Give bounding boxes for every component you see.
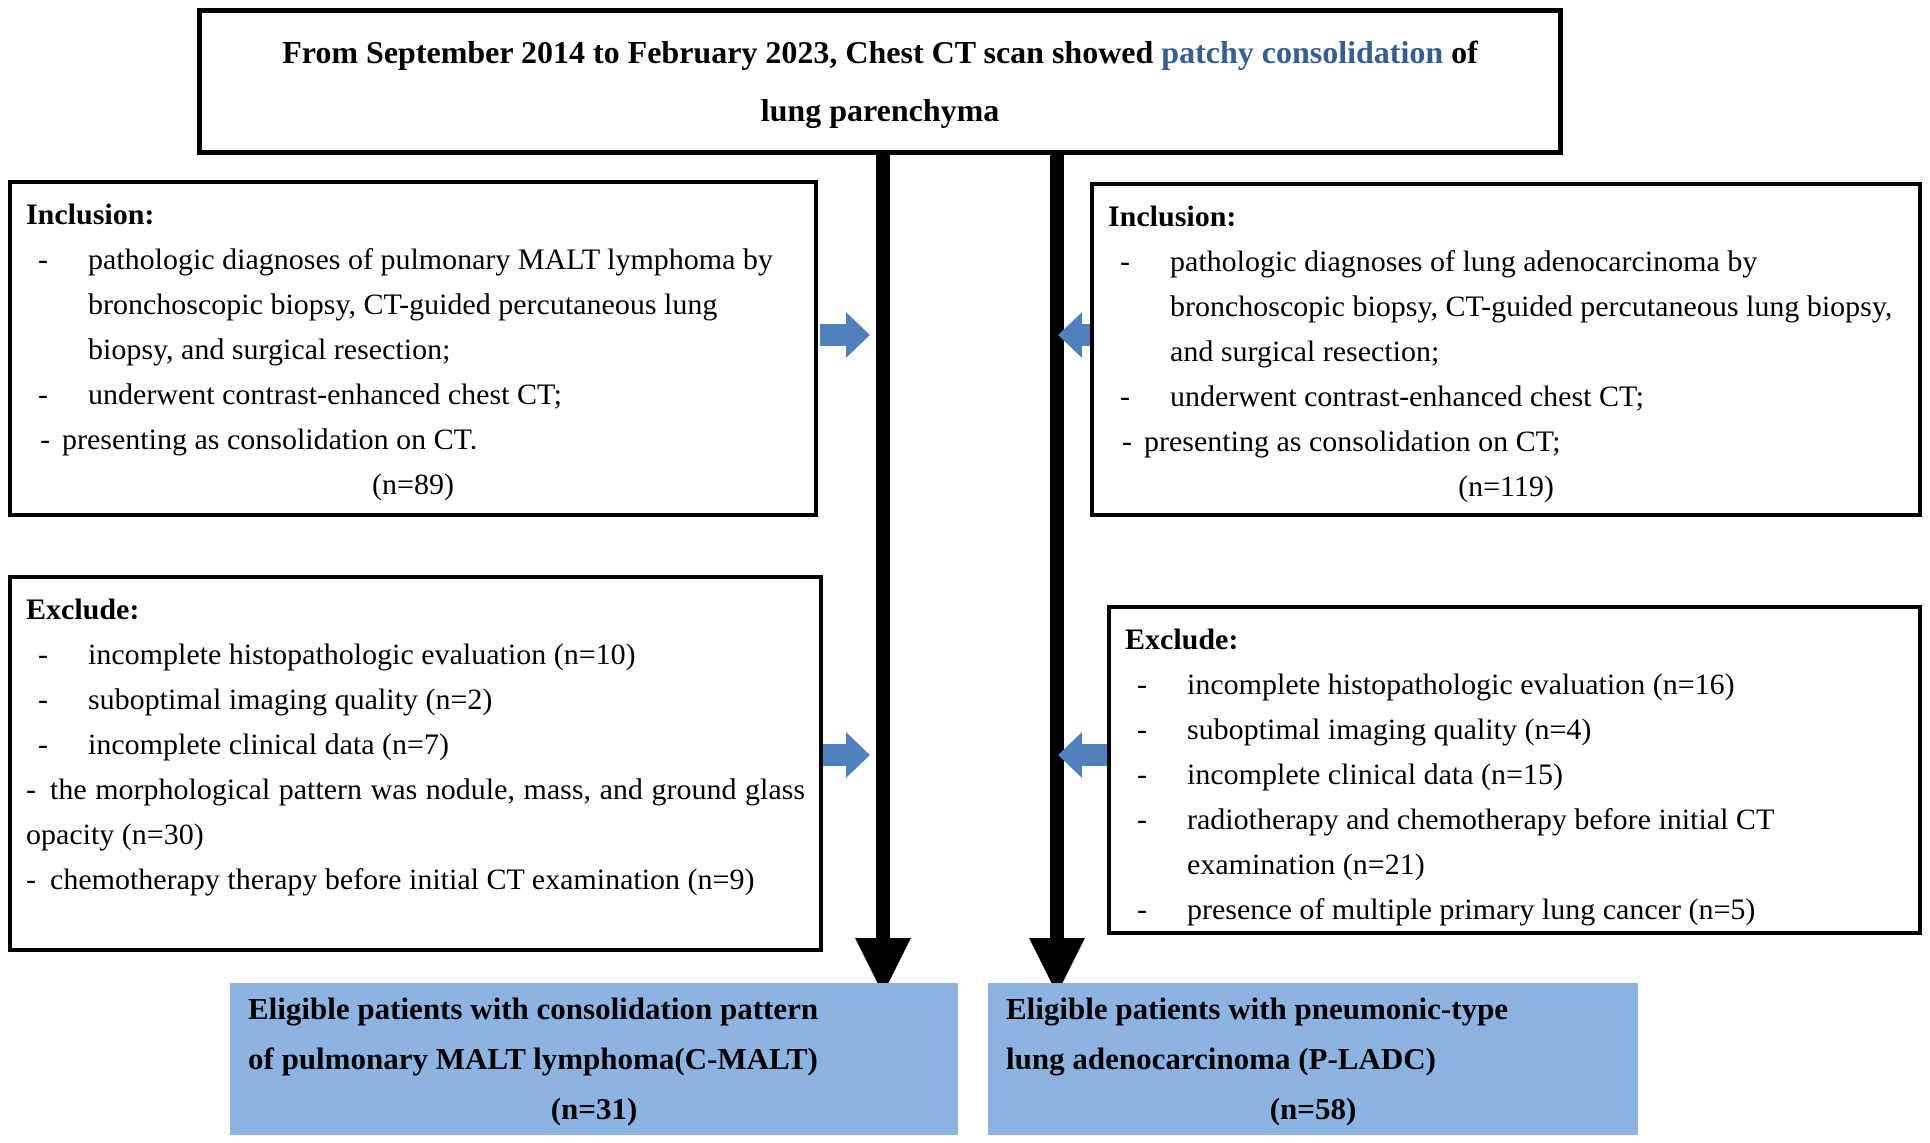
bullet-dash: - bbox=[38, 728, 48, 761]
source-text-before: From September 2014 to February 2023, Ch… bbox=[282, 34, 1162, 70]
list-item: -the morphological pattern was nodule, m… bbox=[26, 767, 805, 857]
list-item: -presenting as consolidation on CT; bbox=[1108, 419, 1904, 464]
bullet-dash: - bbox=[1120, 245, 1130, 278]
list-item: - incomplete histopathologic evaluation … bbox=[26, 632, 805, 677]
list-item: - pathologic diagnoses of lung adenocarc… bbox=[1108, 239, 1904, 374]
inclusion-left-box: Inclusion: - pathologic diagnoses of pul… bbox=[8, 180, 818, 517]
list-item-text: incomplete clinical data (n=7) bbox=[88, 728, 449, 761]
result-right-line-1: Eligible patients with pneumonic-type bbox=[1006, 991, 1509, 1026]
list-item: - incomplete histopathologic evaluation … bbox=[1125, 662, 1904, 707]
list-item-text: underwent contrast-enhanced chest CT; bbox=[1170, 380, 1644, 413]
list-item: - incomplete clinical data (n=7) bbox=[26, 722, 805, 767]
list-item: - incomplete clinical data (n=15) bbox=[1125, 752, 1904, 797]
highlighted-finding-text: patchy consolidation bbox=[1161, 34, 1444, 70]
inclusion-right-count: (n=119) bbox=[1458, 470, 1554, 503]
list-item: - radiotherapy and chemotherapy before i… bbox=[1125, 797, 1904, 887]
bullet-dash: - bbox=[1122, 425, 1132, 458]
bullet-dash: - bbox=[1137, 803, 1147, 836]
bullet-dash: - bbox=[1120, 380, 1130, 413]
result-left-line-2: of pulmonary MALT lymphoma(C-MALT) bbox=[248, 1041, 818, 1076]
bullet-dash: - bbox=[1137, 668, 1147, 701]
exclude-right-box: Exclude: - incomplete histopathologic ev… bbox=[1107, 605, 1922, 935]
list-item-text: incomplete clinical data (n=15) bbox=[1187, 758, 1563, 791]
list-item-text: the morphological pattern was nodule, ma… bbox=[26, 773, 805, 851]
source-text-after: of bbox=[1443, 34, 1478, 70]
result-box-c-malt: Eligible patients with consolidation pat… bbox=[230, 983, 958, 1135]
list-item: - underwent contrast-enhanced chest CT; bbox=[26, 372, 800, 417]
bullet-dash: - bbox=[1137, 713, 1147, 746]
list-item: -presenting as consolidation on CT. bbox=[26, 417, 800, 462]
bullet-dash: - bbox=[38, 683, 48, 716]
list-item: - suboptimal imaging quality (n=4) bbox=[1125, 707, 1904, 752]
down-arrow-right-shaft bbox=[1050, 153, 1064, 940]
list-item-text: radiotherapy and chemotherapy before ini… bbox=[1187, 803, 1774, 881]
bullet-dash: - bbox=[38, 378, 48, 411]
list-item: - suboptimal imaging quality (n=2) bbox=[26, 677, 805, 722]
bullet-dash: - bbox=[40, 423, 50, 456]
inclusion-right-heading: Inclusion: bbox=[1108, 200, 1237, 233]
source-line-1: From September 2014 to February 2023, Ch… bbox=[282, 34, 1478, 71]
list-item-text: incomplete histopathologic evaluation (n… bbox=[88, 638, 636, 671]
list-item-text: suboptimal imaging quality (n=2) bbox=[88, 683, 493, 716]
bullet-dash: - bbox=[38, 243, 48, 276]
right-arrow-icon-inclusion-left bbox=[820, 312, 870, 358]
bullet-dash: - bbox=[26, 773, 36, 806]
list-item-text: underwent contrast-enhanced chest CT; bbox=[88, 378, 562, 411]
exclude-left-box: Exclude: - incomplete histopathologic ev… bbox=[8, 575, 823, 952]
list-item-text: incomplete histopathologic evaluation (n… bbox=[1187, 668, 1735, 701]
source-line-2: lung parenchyma bbox=[760, 92, 1000, 128]
result-left-count: (n=31) bbox=[550, 1091, 638, 1126]
list-item: - pathologic diagnoses of pulmonary MALT… bbox=[26, 237, 800, 372]
bullet-dash: - bbox=[1137, 893, 1147, 926]
list-item-text: suboptimal imaging quality (n=4) bbox=[1187, 713, 1592, 746]
result-right-count: (n=58) bbox=[1269, 1091, 1357, 1126]
list-item-text: chemotherapy therapy before initial CT e… bbox=[50, 863, 755, 896]
source-period-box: From September 2014 to February 2023, Ch… bbox=[197, 8, 1563, 155]
list-item-text: pathologic diagnoses of lung adenocarcin… bbox=[1170, 245, 1893, 368]
list-item: - presence of multiple primary lung canc… bbox=[1125, 887, 1904, 932]
right-arrow-icon-exclude-left bbox=[820, 732, 870, 778]
exclude-left-heading: Exclude: bbox=[26, 593, 140, 626]
inclusion-left-heading: Inclusion: bbox=[26, 198, 155, 231]
result-box-p-ladc: Eligible patients with pneumonic-type lu… bbox=[988, 983, 1638, 1135]
inclusion-left-count: (n=89) bbox=[372, 468, 454, 501]
list-item-text: presenting as consolidation on CT. bbox=[62, 423, 478, 456]
list-item-text: pathologic diagnoses of pulmonary MALT l… bbox=[88, 243, 773, 366]
result-left-line-1: Eligible patients with consolidation pat… bbox=[248, 991, 819, 1026]
bullet-dash: - bbox=[26, 863, 36, 896]
list-item: -chemotherapy therapy before initial CT … bbox=[26, 857, 805, 902]
list-item: - underwent contrast-enhanced chest CT; bbox=[1108, 374, 1904, 419]
inclusion-right-box: Inclusion: - pathologic diagnoses of lun… bbox=[1090, 182, 1922, 517]
bullet-dash: - bbox=[1137, 758, 1147, 791]
exclude-right-heading: Exclude: bbox=[1125, 623, 1239, 656]
left-arrow-icon-exclude-right bbox=[1058, 732, 1108, 778]
result-right-line-2: lung adenocarcinoma (P-LADC) bbox=[1006, 1041, 1436, 1076]
list-item-text: presence of multiple primary lung cancer… bbox=[1187, 893, 1756, 926]
list-item-text: presenting as consolidation on CT; bbox=[1144, 425, 1561, 458]
down-arrow-left-shaft bbox=[876, 153, 890, 940]
bullet-dash: - bbox=[38, 638, 48, 671]
